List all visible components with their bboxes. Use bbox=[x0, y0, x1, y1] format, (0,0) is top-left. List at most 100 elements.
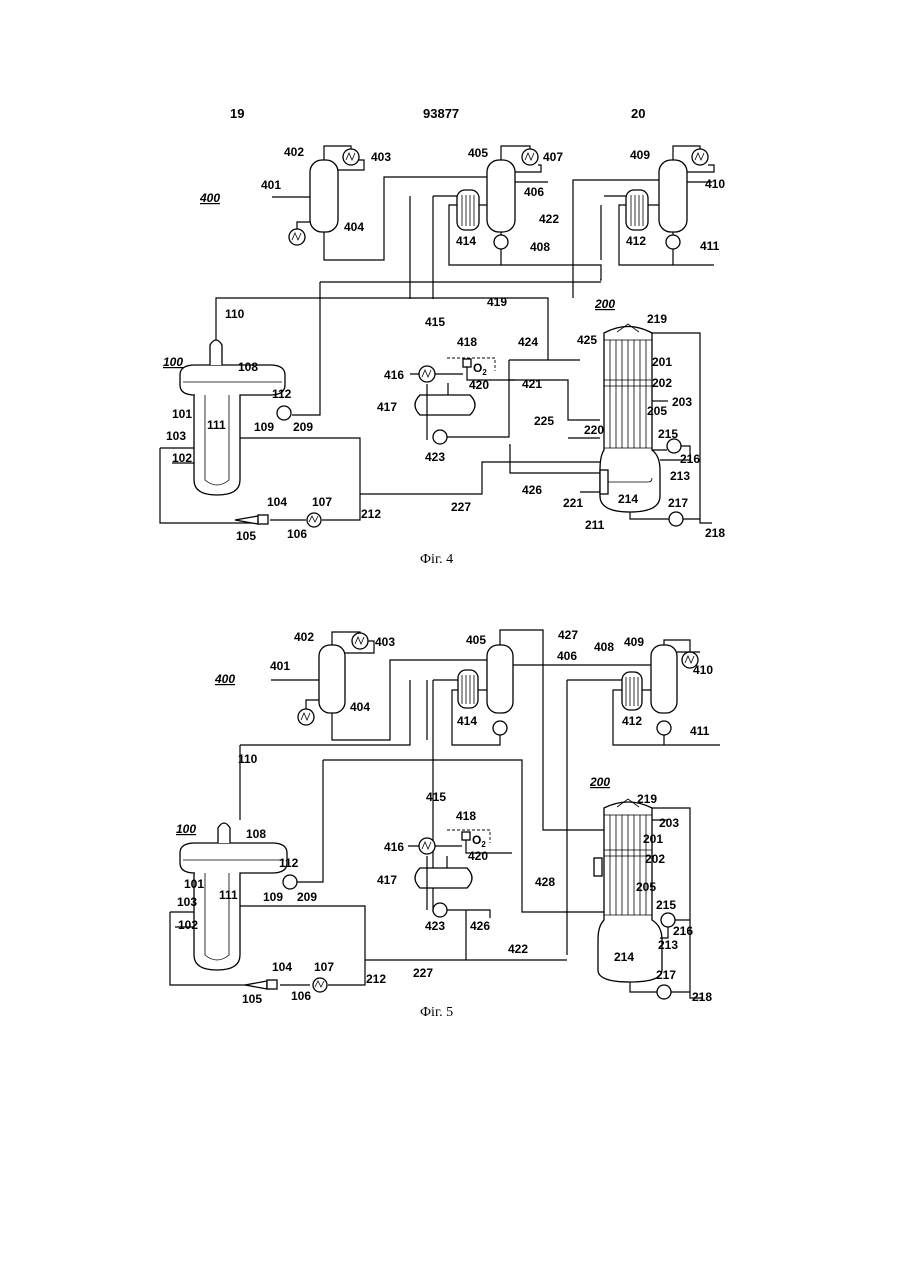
label-217: 217 bbox=[656, 968, 676, 982]
label-102: 102 bbox=[172, 451, 192, 465]
column-405 bbox=[487, 160, 515, 232]
label-201: 201 bbox=[652, 355, 672, 369]
label-218: 218 bbox=[705, 526, 725, 540]
reboiler-412 bbox=[622, 672, 642, 710]
label-412: 412 bbox=[626, 234, 646, 248]
label-225: 225 bbox=[534, 414, 554, 428]
label-418: 418 bbox=[457, 335, 477, 349]
condenser-403-icon bbox=[343, 149, 359, 165]
label-205: 205 bbox=[647, 404, 667, 418]
label-104: 104 bbox=[267, 495, 287, 509]
label-405: 405 bbox=[466, 633, 486, 647]
page-number-right: 20 bbox=[631, 106, 645, 121]
label-203: 203 bbox=[659, 816, 679, 830]
label-414: 414 bbox=[456, 234, 476, 248]
label-425: 425 bbox=[577, 333, 597, 347]
label-219: 219 bbox=[647, 312, 667, 326]
section-100-label: 100 bbox=[176, 822, 196, 836]
label-220: 220 bbox=[584, 423, 604, 437]
reboiler-414 bbox=[458, 670, 478, 708]
heater-107-icon bbox=[313, 978, 327, 992]
label-407: 407 bbox=[543, 150, 563, 164]
column-409 bbox=[659, 160, 687, 232]
section-400-label: 400 bbox=[214, 672, 235, 686]
label-404: 404 bbox=[344, 220, 364, 234]
label-428: 428 bbox=[535, 875, 555, 889]
label-402: 402 bbox=[294, 630, 314, 644]
label-403: 403 bbox=[371, 150, 391, 164]
cooler-416-icon bbox=[419, 838, 435, 854]
label-213: 213 bbox=[670, 469, 690, 483]
label-403: 403 bbox=[375, 635, 395, 649]
label-411: 411 bbox=[690, 724, 710, 738]
figure-5-caption: Фіг. 5 bbox=[420, 1005, 453, 1021]
pump-112-icon bbox=[283, 875, 297, 889]
reboiler-402-icon bbox=[298, 709, 314, 725]
separator-417 bbox=[415, 395, 475, 415]
label-202: 202 bbox=[652, 376, 672, 390]
condenser-410-icon bbox=[692, 149, 708, 165]
label-103: 103 bbox=[177, 895, 197, 909]
label-212: 212 bbox=[366, 972, 386, 986]
reboiler-402-icon bbox=[289, 229, 305, 245]
label-209: 209 bbox=[297, 890, 317, 904]
figure-5-diagram: 400 100 200 401 402 403 404 405 427 406 … bbox=[0, 615, 901, 1035]
figure-4-diagram: 400 100 200 401 402 403 404 405 406 407 … bbox=[0, 130, 901, 575]
label-109: 109 bbox=[263, 890, 283, 904]
heater-107-icon bbox=[307, 513, 321, 527]
label-406: 406 bbox=[557, 649, 577, 663]
label-405: 405 bbox=[468, 146, 488, 160]
label-422: 422 bbox=[508, 942, 528, 956]
label-410: 410 bbox=[693, 663, 713, 677]
label-216: 216 bbox=[673, 924, 693, 938]
label-401: 401 bbox=[261, 178, 281, 192]
label-418: 418 bbox=[456, 809, 476, 823]
pump-423-icon bbox=[433, 430, 447, 444]
label-202: 202 bbox=[645, 852, 665, 866]
label-422: 422 bbox=[539, 212, 559, 226]
label-427: 427 bbox=[558, 628, 578, 642]
label-108: 108 bbox=[238, 360, 258, 374]
label-107: 107 bbox=[312, 495, 332, 509]
label-410: 410 bbox=[705, 177, 725, 191]
label-408: 408 bbox=[594, 640, 614, 654]
label-211: 211 bbox=[585, 518, 605, 532]
section-100-label: 100 bbox=[163, 355, 183, 369]
pump-409-icon bbox=[657, 721, 671, 735]
label-227: 227 bbox=[413, 966, 433, 980]
label-415: 415 bbox=[426, 790, 446, 804]
reactor-200 bbox=[600, 327, 660, 513]
section-200-label: 200 bbox=[594, 297, 615, 311]
label-106: 106 bbox=[287, 527, 307, 541]
label-409: 409 bbox=[624, 635, 644, 649]
label-412: 412 bbox=[622, 714, 642, 728]
pump-409-icon bbox=[666, 235, 680, 249]
section-400-label: 400 bbox=[199, 191, 220, 205]
reboiler-412 bbox=[626, 190, 648, 230]
column-402 bbox=[310, 160, 338, 232]
label-209: 209 bbox=[293, 420, 313, 434]
label-105: 105 bbox=[242, 992, 262, 1006]
condenser-403-icon bbox=[352, 633, 368, 649]
label-218: 218 bbox=[692, 990, 712, 1004]
label-201: 201 bbox=[643, 832, 663, 846]
separator-417 bbox=[415, 868, 472, 888]
pump-405-icon bbox=[494, 235, 508, 249]
page-number-left: 19 bbox=[230, 106, 244, 121]
label-419: 419 bbox=[487, 295, 507, 309]
label-406: 406 bbox=[524, 185, 544, 199]
label-426: 426 bbox=[470, 919, 490, 933]
label-426: 426 bbox=[522, 483, 542, 497]
label-404: 404 bbox=[350, 700, 370, 714]
label-227: 227 bbox=[451, 500, 471, 514]
label-416: 416 bbox=[384, 368, 404, 382]
label-111: 111 bbox=[219, 888, 238, 902]
label-O2: O2 bbox=[473, 361, 487, 377]
pump-423-icon bbox=[433, 903, 447, 917]
label-104: 104 bbox=[272, 960, 292, 974]
pump-217-icon bbox=[657, 985, 671, 999]
label-215: 215 bbox=[658, 427, 678, 441]
label-212: 212 bbox=[361, 507, 381, 521]
column-409 bbox=[651, 645, 677, 713]
label-417: 417 bbox=[377, 873, 397, 887]
